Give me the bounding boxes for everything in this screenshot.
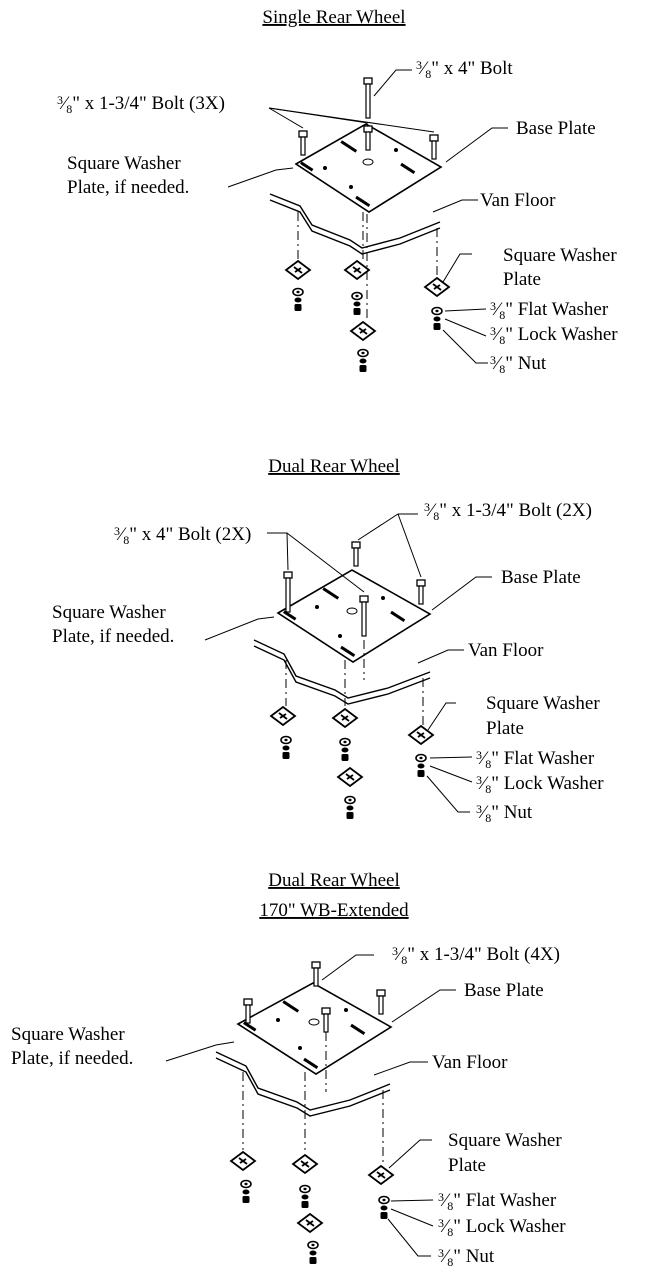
label-square-washer: Square Washer (486, 693, 600, 714)
svg-text:Plate: Plate (486, 718, 524, 739)
label-base-plate: Base Plate (464, 980, 544, 1001)
svg-text:3⁄8" Nut: 3⁄8" Nut (438, 1246, 495, 1269)
svg-text:Plate: Plate (503, 269, 541, 290)
svg-text:3⁄8" x 1-3/4" Bolt (4X): 3⁄8" x 1-3/4" Bolt (4X) (392, 944, 560, 967)
label-lock-washer: " Lock Washer (491, 773, 604, 794)
svg-text:3⁄8" x 4" Bolt (2X): 3⁄8" x 4" Bolt (2X) (114, 524, 251, 547)
base-plate-shape (294, 123, 443, 213)
label-nut: " Nut (491, 802, 533, 823)
label-flat-washer: " Flat Washer (505, 299, 609, 320)
svg-text:3⁄8" Lock Washer: 3⁄8" Lock Washer (490, 324, 618, 347)
svg-text:3⁄8" Nut: 3⁄8" Nut (476, 802, 533, 825)
svg-text:Plate, if needed.: Plate, if needed. (11, 1048, 133, 1069)
label-nut: " Nut (453, 1246, 495, 1267)
label-square-washer-if-needed: Square Washer (67, 153, 181, 174)
diagram-subtitle: 170" WB-Extended (259, 900, 409, 921)
svg-text:3⁄8" x 4" Bolt: 3⁄8" x 4" Bolt (416, 58, 513, 81)
svg-text:3⁄8" Flat Washer: 3⁄8" Flat Washer (490, 299, 609, 322)
label-short-bolt: " x 1-3/4" Bolt (2X) (439, 500, 592, 521)
label-van-floor: Van Floor (468, 640, 544, 661)
label-van-floor: Van Floor (480, 190, 556, 211)
diagram-single-rear-wheel: Single Rear Wheel (57, 7, 618, 376)
diagram-title: Single Rear Wheel (262, 7, 405, 28)
label-long-bolt: " x 4" Bolt (2X) (129, 524, 251, 545)
svg-text:3⁄8" Flat Washer: 3⁄8" Flat Washer (476, 748, 595, 771)
label-flat-washer: " Flat Washer (453, 1190, 557, 1211)
label-square-washer: Square Washer (448, 1130, 562, 1151)
svg-text:Plate, if needed.: Plate, if needed. (67, 177, 189, 198)
diagram-dual-rear-wheel: Dual Rear Wheel (52, 456, 604, 825)
label-flat-washer: " Flat Washer (491, 748, 595, 769)
svg-text:3⁄8" x 1-3/4" Bolt (3X): 3⁄8" x 1-3/4" Bolt (3X) (57, 93, 225, 116)
label-long-bolt: " x 4" Bolt (431, 58, 513, 79)
diagram-title: Dual Rear Wheel (268, 870, 400, 891)
svg-text:3⁄8" Nut: 3⁄8" Nut (490, 353, 547, 376)
van-floor-shape (269, 193, 441, 249)
svg-text:Plate: Plate (448, 1155, 486, 1176)
svg-text:3⁄8" Lock Washer: 3⁄8" Lock Washer (476, 773, 604, 796)
label-base-plate: Base Plate (501, 567, 581, 588)
label-short-bolt: " x 1-3/4" Bolt (3X) (72, 93, 225, 114)
diagram-dual-rear-wheel-extended: Dual Rear Wheel 170" WB-Extended (259, 870, 409, 921)
svg-text:Plate, if needed.: Plate, if needed. (52, 626, 174, 647)
label-short-bolt: " x 1-3/4" Bolt (4X) (407, 944, 560, 965)
svg-text:3⁄8" Flat Washer: 3⁄8" Flat Washer (438, 1190, 557, 1213)
label-van-floor: Van Floor (432, 1052, 508, 1073)
label-lock-washer: " Lock Washer (505, 324, 618, 345)
label-base-plate: Base Plate (516, 118, 596, 139)
label-square-washer-if-needed: Square Washer (11, 1024, 125, 1045)
label-square-washer: Square Washer (503, 245, 617, 266)
diagram-title: Dual Rear Wheel (268, 456, 400, 477)
svg-text:3⁄8" Lock Washer: 3⁄8" Lock Washer (438, 1216, 566, 1239)
label-lock-washer: " Lock Washer (453, 1216, 566, 1237)
label-square-washer-if-needed: Square Washer (52, 602, 166, 623)
label-nut: " Nut (505, 353, 547, 374)
svg-text:3⁄8" x 1-3/4" Bolt (2X): 3⁄8" x 1-3/4" Bolt (2X) (424, 500, 592, 523)
